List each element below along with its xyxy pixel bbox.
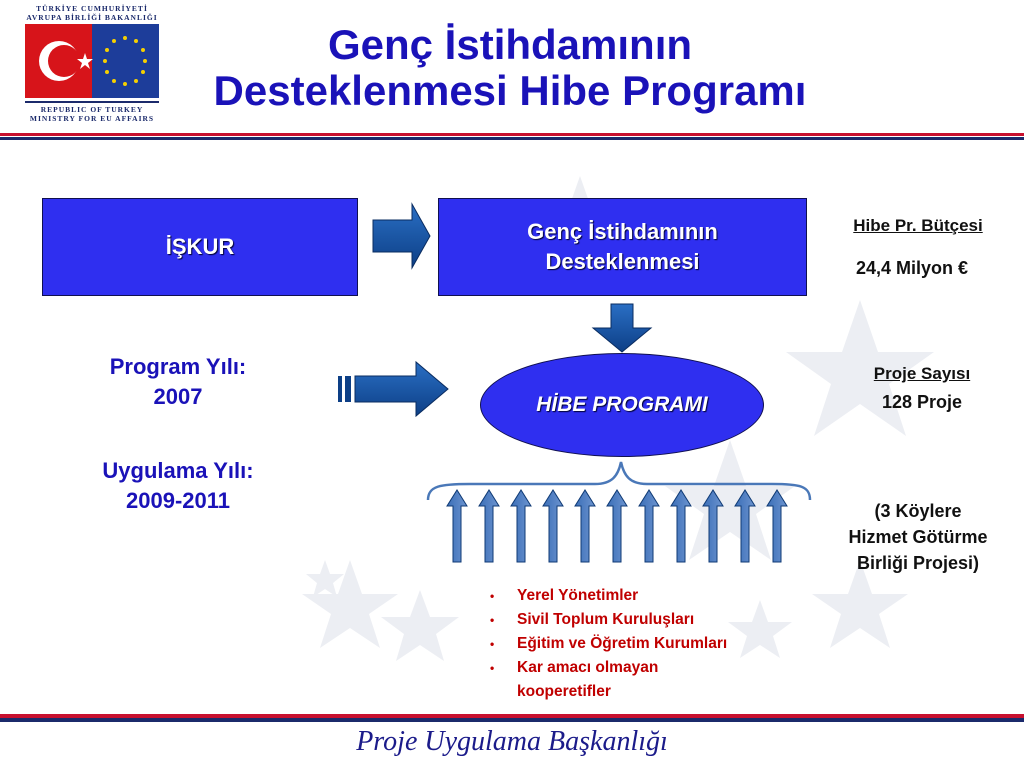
background-star (786, 300, 934, 436)
footer-rule-navy (0, 718, 1024, 722)
up-arrow-icon (766, 489, 788, 563)
up-arrow-icon (446, 489, 468, 563)
footer-text: Proje Uygulama Başkanlığı (356, 726, 668, 757)
note-line3: Birliği Projesi) (856, 553, 980, 573)
hibe-label: HİBE PROGRAMI (536, 393, 708, 416)
beneficiary-list: Yerel Yönetimler Sivil Toplum Kuruluşlar… (486, 584, 826, 704)
up-arrow-icon (702, 489, 724, 563)
background-star (381, 590, 459, 661)
header-rule-navy (0, 137, 1024, 140)
up-arrow-icon (670, 489, 692, 563)
budget-value: 24,4 Milyon € (855, 258, 969, 278)
project-count-label: Proje Sayısı (873, 364, 971, 383)
genc-label-line2: Desteklenmesi (545, 249, 700, 274)
up-arrow-icon (606, 489, 628, 563)
genc-label-line1: Genç İstihdamının (527, 219, 718, 244)
background-star (306, 560, 344, 597)
up-arrow-icon (638, 489, 660, 563)
page-title: Genç İstihdamının Desteklenmesi Hibe Pro… (160, 22, 860, 114)
up-arrow-icon (478, 489, 500, 563)
up-arrow-icon (542, 489, 564, 563)
program-year-label: Program Yılı: (109, 354, 247, 379)
header-rule-red (0, 133, 1024, 136)
logo-bottom-line2: MINISTRY FOR EU AFFAIRS (29, 114, 155, 123)
arrow-stripe (345, 376, 351, 402)
note-line1: (3 Köylere (874, 501, 962, 521)
hibe-programi-ellipse: HİBE PROGRAMI (480, 353, 764, 457)
project-count-value: 128 Proje (881, 392, 963, 412)
genc-istihdam-box: Genç İstihdamının Desteklenmesi (438, 198, 807, 296)
arrow-stripe (338, 376, 342, 402)
list-item: Sivil Toplum Kuruluşları (486, 608, 826, 632)
title-line2: Desteklenmesi Hibe Programı (213, 67, 807, 114)
background-star (302, 560, 398, 648)
arrow-right-icon (354, 360, 449, 418)
up-arrow-icon (510, 489, 532, 563)
project-note: (3 Köylere Hizmet Götürme Birliği Projes… (814, 498, 1022, 576)
title-line1: Genç İstihdamının (327, 21, 693, 68)
logo-bottom-line1: REPUBLIC OF TURKEY (40, 105, 144, 114)
logo-top-line1: TÜRKİYE CUMHURİYETİ (36, 4, 148, 13)
up-arrows (446, 489, 788, 563)
up-arrow-icon (734, 489, 756, 563)
program-year-block: Program Yılı: 2007 (60, 352, 296, 412)
arrow-down-icon (591, 303, 653, 353)
list-item: Eğitim ve Öğretim Kurumları (486, 632, 826, 656)
background-star (812, 560, 908, 648)
list-item: Kar amacı olmayan kooperetifler (486, 656, 737, 704)
ministry-logo: TÜRKİYE CUMHURİYETİ AVRUPA BİRLİĞİ BAKAN… (22, 4, 162, 130)
iskur-label: İŞKUR (165, 234, 235, 259)
note-line2: Hizmet Götürme (848, 527, 988, 547)
logo-top-line2: AVRUPA BİRLİĞİ BAKANLIĞI (26, 13, 158, 22)
implementation-year-value: 2009-2011 (126, 488, 230, 513)
up-arrow-icon (574, 489, 596, 563)
arrow-right-icon (372, 202, 431, 270)
implementation-year-label: Uygulama Yılı: (102, 458, 254, 483)
list-item: Yerel Yönetimler (486, 584, 826, 608)
list-item-text: Kar amacı olmayan kooperetifler (517, 659, 659, 700)
footer-rule-red (0, 714, 1024, 718)
budget-label: Hibe Pr. Bütçesi (853, 216, 983, 235)
implementation-year-block: Uygulama Yılı: 2009-2011 (60, 456, 296, 516)
background-star (665, 440, 795, 560)
iskur-box: İŞKUR (42, 198, 358, 296)
program-year-value: 2007 (153, 384, 203, 409)
curly-brace (426, 461, 812, 501)
logo-emblem (25, 24, 159, 98)
